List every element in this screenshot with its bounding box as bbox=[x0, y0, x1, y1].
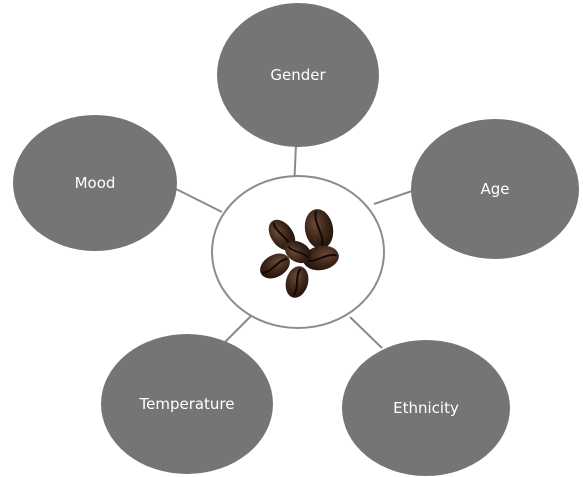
connector-ethnicity bbox=[350, 317, 382, 348]
node-temperature: Temperature bbox=[101, 334, 273, 474]
node-gender: Gender bbox=[217, 3, 379, 147]
node-gender-label: Gender bbox=[270, 66, 326, 84]
node-mood-label: Mood bbox=[75, 174, 116, 192]
connector-mood bbox=[170, 186, 222, 212]
center-hub bbox=[212, 176, 384, 328]
node-age-label: Age bbox=[480, 180, 509, 198]
node-age: Age bbox=[411, 119, 579, 259]
node-ethnicity: Ethnicity bbox=[342, 340, 510, 476]
node-mood: Mood bbox=[13, 115, 177, 251]
connector-temperature bbox=[225, 315, 252, 342]
node-ethnicity-label: Ethnicity bbox=[393, 399, 459, 417]
node-temperature-label: Temperature bbox=[138, 395, 234, 413]
